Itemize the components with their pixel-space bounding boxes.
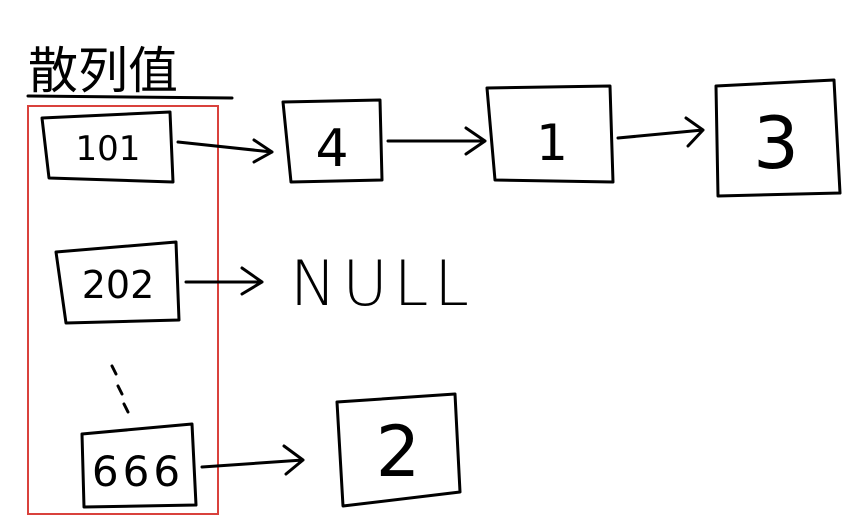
ellipsis-mark bbox=[110, 364, 130, 414]
chain-node-value: 2 bbox=[376, 411, 421, 493]
bucket-key-box bbox=[40, 110, 175, 184]
diagram-title: 散列值 bbox=[28, 42, 178, 100]
title-underline bbox=[26, 94, 234, 100]
bucket-key-box bbox=[54, 240, 181, 325]
chain-node-box bbox=[714, 78, 842, 198]
pointer-arrow bbox=[176, 138, 274, 164]
pointer-arrow bbox=[386, 126, 487, 156]
chain-node-box bbox=[485, 84, 615, 184]
chain-node-box bbox=[281, 98, 384, 184]
bucket-array-frame bbox=[27, 105, 219, 515]
chain-node-value: 3 bbox=[753, 101, 799, 185]
pointer-arrow bbox=[616, 116, 705, 148]
bucket-key-label: 666 bbox=[92, 447, 184, 496]
chain-node-value: 4 bbox=[315, 119, 348, 179]
bucket-key-box bbox=[80, 422, 198, 509]
chain-node-box bbox=[335, 392, 462, 508]
pointer-arrow bbox=[200, 444, 305, 476]
null-label: NULL bbox=[290, 247, 475, 320]
chain-node-value: 1 bbox=[536, 114, 568, 172]
pointer-arrow bbox=[184, 266, 264, 296]
bucket-key-label: 101 bbox=[76, 129, 141, 169]
bucket-key-label: 202 bbox=[82, 263, 155, 307]
